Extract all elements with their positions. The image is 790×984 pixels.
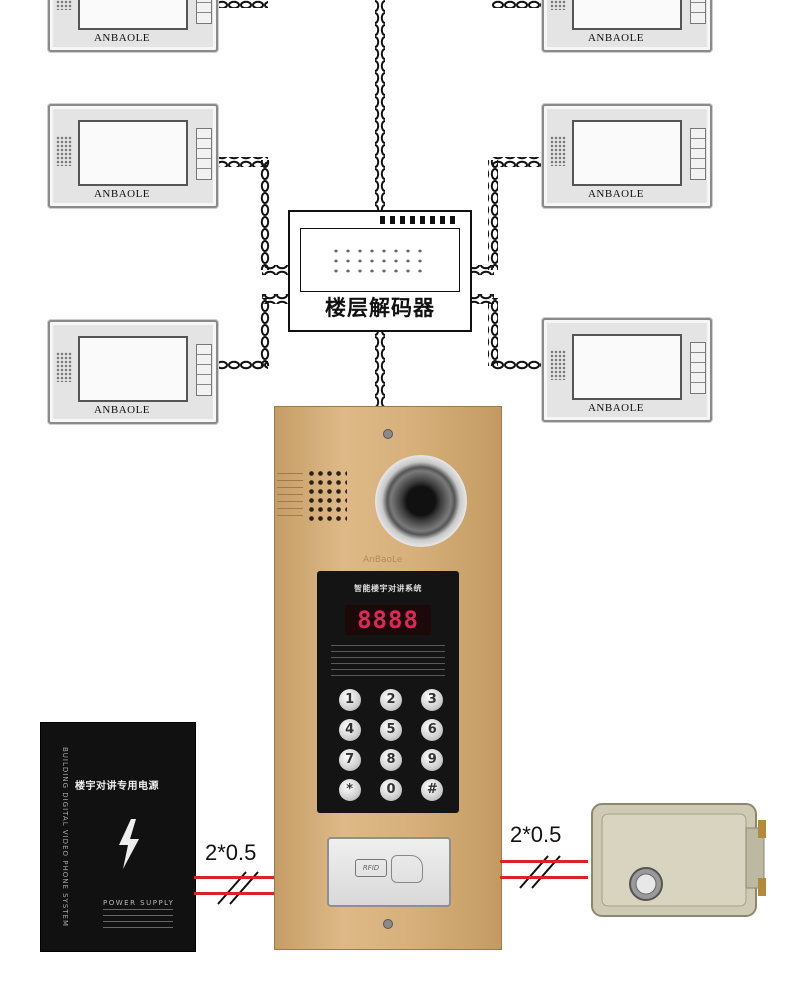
keypad-display-area: 智能楼宇对讲系统 8888 1 2 3 4 5 6 7 8 9 * 0 # xyxy=(317,571,459,813)
indoor-monitor-mid-left: ANBAOLE xyxy=(48,104,218,208)
wire-left-bottom xyxy=(194,892,274,895)
psu-spec-lines xyxy=(103,909,173,931)
monitor-buttons xyxy=(690,128,706,180)
key-hash[interactable]: # xyxy=(421,779,443,801)
psu-vertical-text: BUILDING DIGITAL VIDEO PHONE SYSTEM xyxy=(61,747,69,947)
instruction-text xyxy=(331,645,445,681)
key-6[interactable]: 6 xyxy=(421,719,443,741)
monitor-brand: ANBAOLE xyxy=(50,32,194,44)
wire-right-top xyxy=(500,860,588,863)
monitor-brand: ANBAOLE xyxy=(50,188,194,200)
key-3[interactable]: 3 xyxy=(421,689,443,711)
lightning-bolt-icon xyxy=(117,819,141,869)
key-4[interactable]: 4 xyxy=(339,719,361,741)
monitor-screen xyxy=(572,334,682,400)
key-5[interactable]: 5 xyxy=(380,719,402,741)
cable-right-2-h xyxy=(492,360,542,370)
indoor-monitor-top-right: ANBAOLE xyxy=(542,0,712,52)
wire-left-top xyxy=(194,876,274,879)
wire-spec-right: 2*0.5 xyxy=(510,822,561,848)
decoder-label: 楼层解码器 xyxy=(290,292,470,322)
key-1[interactable]: 1 xyxy=(339,689,361,711)
cable-right-1-h xyxy=(492,157,542,167)
speaker-grille-icon xyxy=(307,469,347,525)
monitor-brand: ANBAOLE xyxy=(50,404,194,416)
key-8[interactable]: 8 xyxy=(380,749,402,771)
speaker-grille-icon xyxy=(550,0,566,10)
monitor-screen xyxy=(78,120,188,186)
cable-left-top-h xyxy=(218,0,268,8)
cable-left-2-v xyxy=(260,298,270,366)
monitor-buttons xyxy=(196,0,212,24)
led-digits: 8888 xyxy=(345,605,431,635)
panel-logo: AnBaoLe xyxy=(363,555,402,565)
cable-left-1-v xyxy=(260,160,270,270)
display-title: 智能楼宇对讲系统 xyxy=(317,583,459,594)
decoder-dots xyxy=(330,246,430,274)
monitor-brand: ANBAOLE xyxy=(544,402,688,414)
decoder-pins xyxy=(380,216,460,224)
indoor-monitor-top-left: ANBAOLE xyxy=(48,0,218,52)
monitor-brand: ANBAOLE xyxy=(544,32,688,44)
wire-spec-left: 2*0.5 xyxy=(205,840,256,866)
monitor-screen xyxy=(572,120,682,186)
speaker-grille-icon xyxy=(56,352,72,382)
power-supply: BUILDING DIGITAL VIDEO PHONE SYSTEM 楼宇对讲… xyxy=(40,722,196,952)
psu-subtitle: POWER SUPPLY xyxy=(103,899,174,907)
rfid-card-icon: RFID xyxy=(355,859,387,877)
keypad: 1 2 3 4 5 6 7 8 9 * 0 # xyxy=(329,689,453,803)
indoor-monitor-bottom-left: ANBAOLE xyxy=(48,320,218,424)
top-screw-icon xyxy=(383,429,393,439)
monitor-buttons xyxy=(690,0,706,24)
wire-right-bottom xyxy=(500,876,588,879)
speaker-grille-icon xyxy=(56,136,72,166)
electric-lock xyxy=(588,798,766,922)
key-7[interactable]: 7 xyxy=(339,749,361,771)
indoor-monitor-mid-right: ANBAOLE xyxy=(542,104,712,208)
monitor-buttons xyxy=(690,342,706,394)
monitor-buttons xyxy=(196,344,212,396)
rfid-reader[interactable]: RFID xyxy=(327,837,451,907)
panel-grooves xyxy=(277,473,303,517)
cable-right-2-v xyxy=(488,298,498,366)
speaker-grille-icon xyxy=(550,350,566,380)
key-star[interactable]: * xyxy=(339,779,361,801)
monitor-brand: ANBAOLE xyxy=(544,188,688,200)
indoor-monitor-bottom-right: ANBAOLE xyxy=(542,318,712,422)
monitor-screen xyxy=(78,0,188,30)
cable-right-top-h xyxy=(492,0,542,8)
speaker-grille-icon xyxy=(550,136,566,166)
psu-title: 楼宇对讲专用电源 xyxy=(75,777,195,792)
door-station: AnBaoLe 智能楼宇对讲系统 8888 1 2 3 4 5 6 7 8 9 … xyxy=(274,406,502,950)
speaker-grille-icon xyxy=(56,0,72,10)
cable-trunk-top xyxy=(375,0,385,210)
cable-left-2-h2 xyxy=(262,294,290,304)
monitor-screen xyxy=(78,336,188,402)
key-9[interactable]: 9 xyxy=(421,749,443,771)
hand-icon xyxy=(391,855,423,883)
cable-left-1-h2 xyxy=(262,265,290,275)
cable-right-1-v xyxy=(488,160,498,270)
key-0[interactable]: 0 xyxy=(380,779,402,801)
monitor-buttons xyxy=(196,128,212,180)
camera-lens-icon xyxy=(375,455,467,547)
monitor-screen xyxy=(572,0,682,30)
cable-trunk-panel xyxy=(375,330,385,406)
key-2[interactable]: 2 xyxy=(380,689,402,711)
floor-decoder: 楼层解码器 xyxy=(288,210,472,332)
bottom-screw-icon xyxy=(383,919,393,929)
